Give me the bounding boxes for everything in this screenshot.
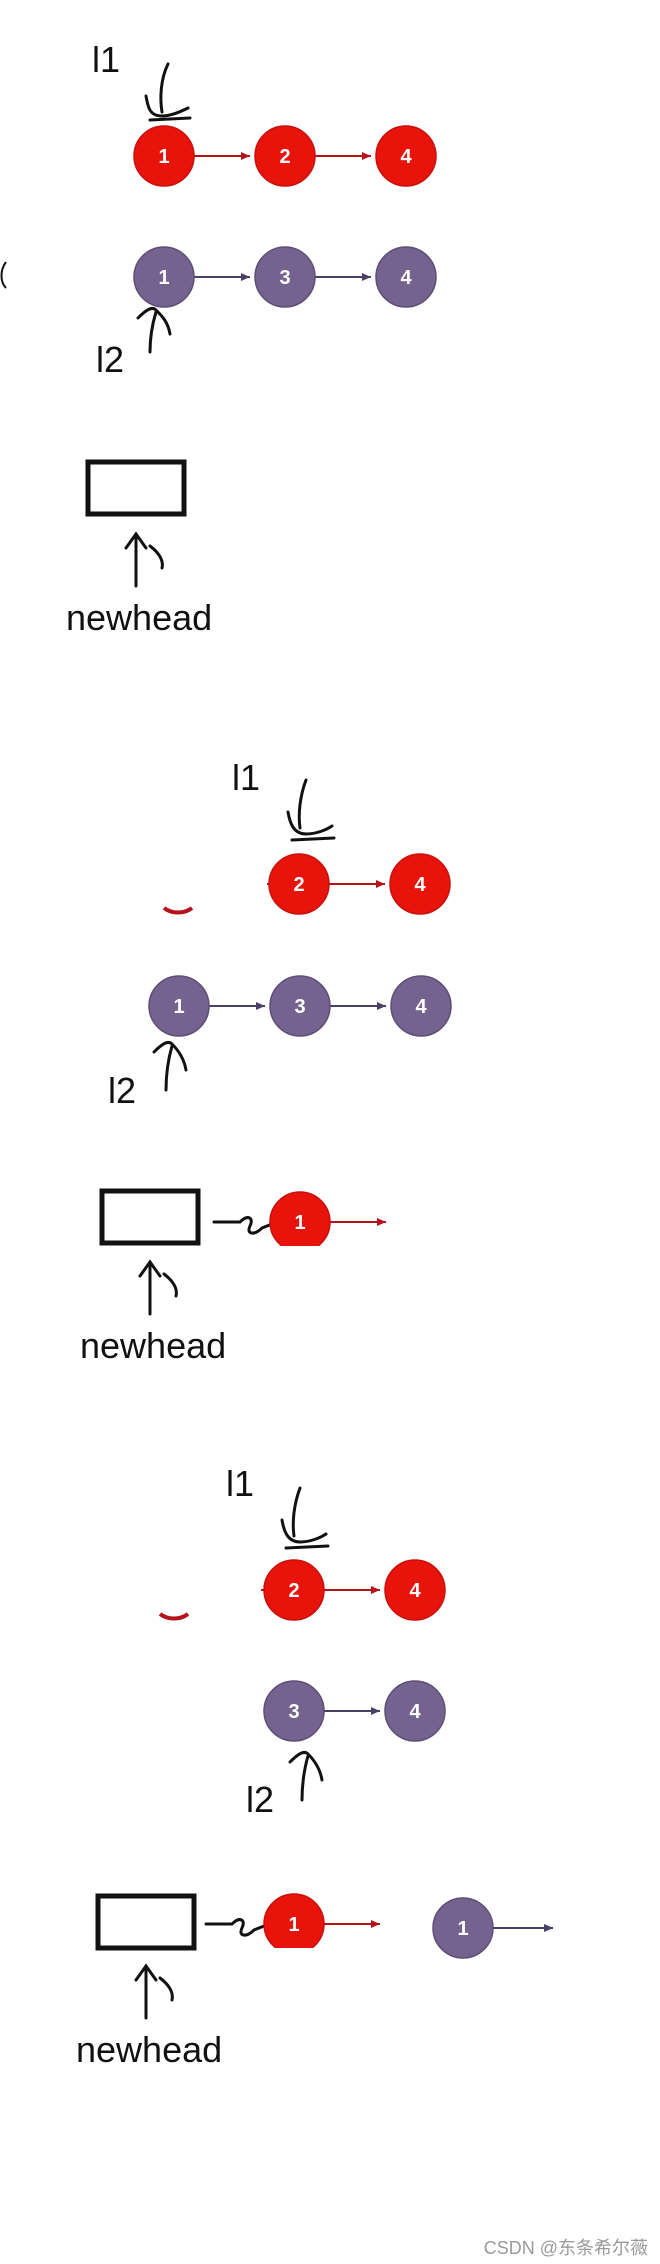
node-value: 3 (294, 996, 305, 1018)
l2-node: 4 (384, 1680, 446, 1742)
link-squiggle (204, 1918, 266, 1937)
node-value: 2 (288, 1580, 299, 1602)
node-value: 4 (409, 1701, 421, 1723)
l2-node: 4 (390, 975, 452, 1037)
node-value: 1 (173, 996, 184, 1018)
detached-node-remnant (158, 1612, 190, 1621)
l1-label: l1 (226, 1463, 254, 1504)
node-value: 1 (288, 1914, 299, 1936)
l2-label: l2 (108, 1070, 136, 1111)
node-value: 1 (294, 1212, 305, 1234)
node-value: 4 (415, 996, 427, 1018)
result-node: 1 (260, 1893, 328, 1958)
newhead-box (85, 459, 187, 517)
l2-pointer-mark (136, 306, 172, 354)
l1-node: 2 (263, 1559, 325, 1621)
node-value: 4 (400, 267, 412, 289)
l1-label: l1 (92, 39, 120, 80)
l1-node: 4 (375, 125, 437, 187)
newhead-label: newhead (80, 1325, 226, 1366)
result-node: 1 (432, 1897, 494, 1959)
step-1: l1 1 2 4 1 3 4 l2 (0, 39, 437, 638)
watermark: CSDN @东条希尔薇 (484, 2238, 648, 2258)
l2-pointer-mark (288, 1750, 324, 1802)
left-edge-artifact (0, 261, 7, 289)
node-value: 1 (457, 1918, 468, 1940)
l1-node: 2 (268, 853, 330, 915)
newhead-label: newhead (76, 2029, 222, 2070)
l1-pointer-mark (144, 62, 192, 122)
l1-node: 4 (389, 853, 451, 915)
newhead-pointer-mark (124, 531, 164, 588)
l1-node: 1 (133, 125, 195, 187)
l1-node: 4 (384, 1559, 446, 1621)
l1-label: l1 (232, 757, 260, 798)
node-value: 2 (279, 146, 290, 168)
newhead-pointer-mark (138, 1259, 178, 1316)
newhead-box (99, 1188, 201, 1246)
l2-label: l2 (96, 339, 124, 380)
node-value: 3 (279, 267, 290, 289)
node-value: 1 (158, 146, 169, 168)
step-3: l1 2 4 3 4 l2 1 (76, 1463, 553, 2070)
newhead-box (95, 1893, 197, 1951)
node-value: 2 (293, 874, 304, 896)
l2-node: 3 (263, 1680, 325, 1742)
l1-node: 2 (254, 125, 316, 187)
node-value: 1 (158, 267, 169, 289)
node-value: 4 (414, 874, 426, 896)
link-squiggle (212, 1216, 274, 1235)
newhead-pointer-mark (134, 1963, 174, 2020)
node-value: 4 (409, 1580, 421, 1602)
l2-node: 3 (254, 246, 316, 308)
l2-node: 1 (133, 246, 195, 308)
l2-label: l2 (246, 1779, 274, 1820)
newhead-label: newhead (66, 597, 212, 638)
l2-pointer-mark (152, 1040, 188, 1092)
detached-node-remnant (162, 906, 194, 915)
step-2: l1 2 4 1 3 4 l2 (80, 757, 452, 1366)
result-node: 1 (266, 1191, 334, 1256)
node-value: 4 (400, 146, 412, 168)
l2-node: 1 (148, 975, 210, 1037)
l2-node: 3 (269, 975, 331, 1037)
l1-pointer-mark (286, 778, 336, 842)
l1-pointer-mark (280, 1486, 330, 1550)
node-value: 3 (288, 1701, 299, 1723)
l2-node: 4 (375, 246, 437, 308)
